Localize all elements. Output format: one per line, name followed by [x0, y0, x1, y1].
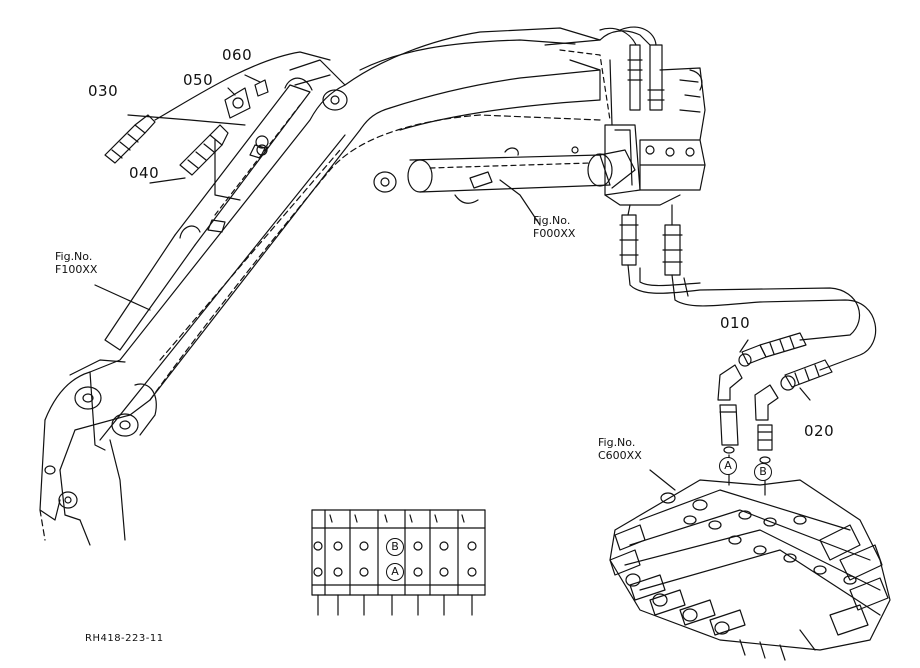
part-label-050: 050 [183, 71, 214, 89]
part-label-040: 040 [129, 164, 160, 182]
port-marker-b: B [754, 463, 772, 481]
boom-arm [39, 27, 601, 546]
schematic-marker-b: B [386, 538, 404, 556]
valve-port-schematic [311, 509, 486, 616]
fig-ref-cylinder-line2: F000XX [533, 227, 576, 240]
port-marker-a: A [719, 457, 737, 475]
hose-lines [619, 204, 877, 496]
control-valve [609, 479, 891, 661]
fig-ref-boom-line2: F100XX [55, 263, 98, 276]
fig-ref-boom-line1: Fig.No. [55, 250, 93, 263]
drawing-code: RH418-223-11 [85, 633, 164, 644]
part-label-020: 020 [804, 422, 835, 440]
part-label-060: 060 [222, 46, 253, 64]
arm-cylinder [407, 146, 636, 204]
fig-ref-cylinder: Fig.No. F000XX [533, 214, 575, 240]
boom-cylinder [104, 77, 313, 351]
reference-leaders [94, 179, 811, 491]
fig-ref-cylinder-line1: Fig.No. [533, 214, 571, 227]
small-parts [104, 51, 331, 201]
upper-fittings [599, 26, 665, 111]
part-label-030: 030 [88, 82, 119, 100]
fig-ref-valve: Fig.No. C600XX [598, 436, 642, 462]
fig-ref-valve-line1: Fig.No. [598, 436, 636, 449]
fig-ref-boom: Fig.No. F100XX [55, 250, 97, 276]
fig-ref-valve-line2: C600XX [598, 449, 642, 462]
part-label-010: 010 [720, 314, 751, 332]
top-bracket [544, 30, 706, 206]
schematic-marker-a: A [386, 563, 404, 581]
